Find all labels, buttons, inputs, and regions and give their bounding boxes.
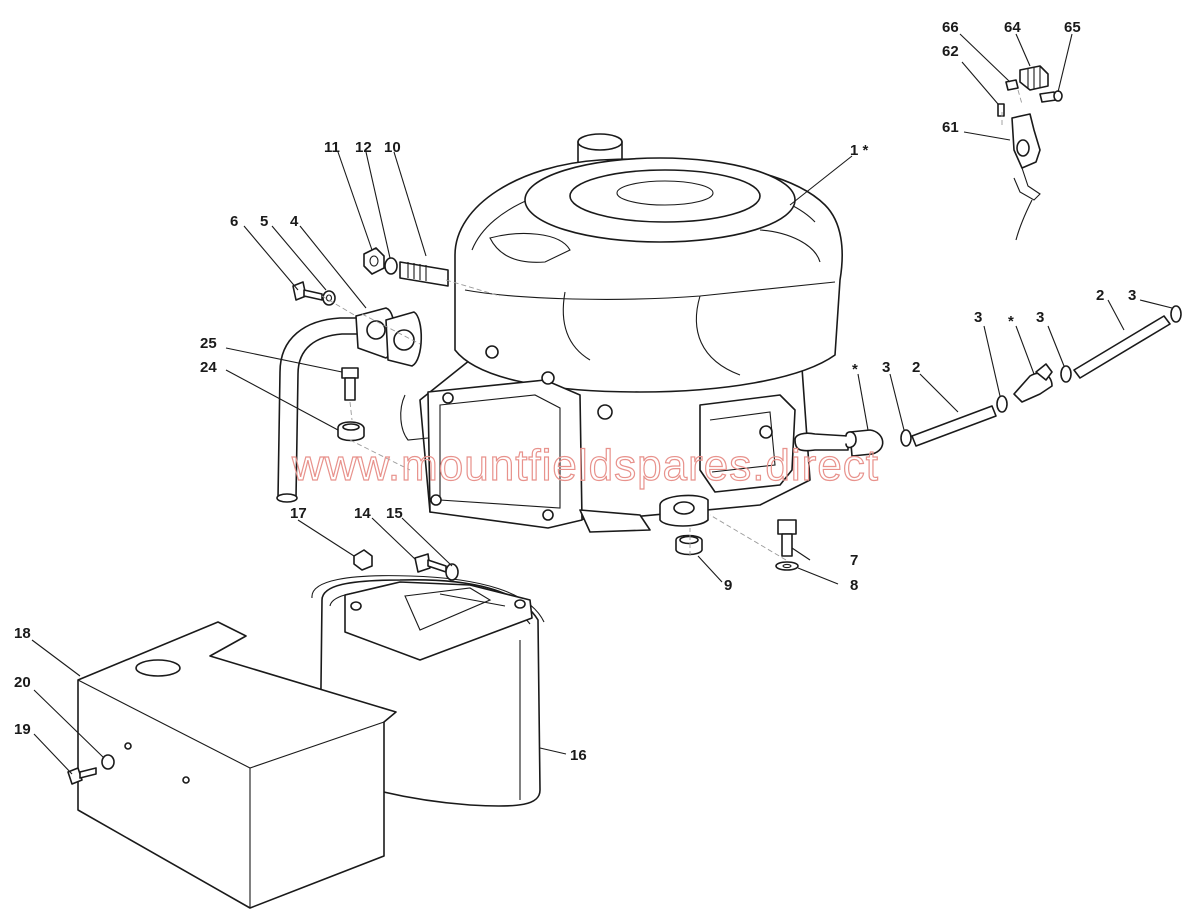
exhaust-gasket — [355, 307, 423, 367]
fuel-hose-b — [1073, 315, 1171, 379]
watermark-text: www.mountfieldspares.direct — [291, 441, 879, 490]
bolt-7 — [777, 519, 797, 557]
callout-18: 18 — [14, 625, 31, 642]
alignment-lines — [321, 89, 1023, 561]
callout-10: 10 — [384, 139, 401, 156]
callout-3b: 3 — [974, 309, 982, 326]
bolt-19 — [67, 767, 97, 785]
hose-clip-d — [1170, 305, 1182, 323]
throttle-inset — [997, 65, 1063, 241]
callout-4: 4 — [290, 213, 299, 230]
callout-6: 6 — [230, 213, 238, 230]
washer-12 — [384, 257, 398, 275]
stud-25 — [341, 367, 359, 401]
callout-15: 15 — [386, 505, 403, 522]
washer-20 — [101, 754, 115, 770]
hose-clip-c — [1060, 365, 1072, 383]
callout-24: 24 — [200, 359, 217, 376]
callout-20: 20 — [14, 674, 31, 691]
fuel-hose-a — [911, 405, 997, 447]
heat-shield — [77, 621, 397, 909]
callout-9: 9 — [724, 577, 732, 594]
callout-64: 64 — [1004, 19, 1021, 36]
callout-3c: 3 — [1036, 309, 1044, 326]
callout-3a: 3 — [882, 359, 890, 376]
callout-1: 1 * — [850, 142, 869, 159]
callout-3d: 3 — [1128, 287, 1136, 304]
callout-2a: 2 — [912, 359, 920, 376]
bolt-14 — [414, 553, 447, 573]
hose-clip-b — [996, 395, 1008, 413]
callout-61: 61 — [942, 119, 959, 136]
clip-17 — [353, 549, 373, 571]
nut-11 — [363, 247, 385, 275]
leader-lines — [31, 33, 1173, 775]
callout-66: 66 — [942, 19, 959, 36]
nut-24 — [337, 421, 365, 442]
callout-25: 25 — [200, 335, 217, 352]
callout-65: 65 — [1064, 19, 1081, 36]
washer-8 — [775, 561, 799, 571]
nut-9 — [675, 534, 703, 556]
callout-star-b: * — [1008, 313, 1014, 330]
bolt-6 — [292, 281, 323, 301]
fuel-filter — [794, 429, 884, 457]
callout-2b: 2 — [1096, 287, 1104, 304]
callout-14: 14 — [354, 505, 371, 522]
callout-8: 8 — [850, 577, 858, 594]
engine — [400, 133, 843, 533]
callout-5: 5 — [260, 213, 268, 230]
callout-17: 17 — [290, 505, 307, 522]
washer-15 — [445, 563, 459, 581]
callout-labels: 1 * 10 12 11 6 5 4 25 24 17 14 15 16 18 … — [14, 19, 1136, 764]
callout-12: 12 — [355, 139, 372, 156]
stud-10 — [399, 261, 449, 287]
callout-star-a: * — [852, 361, 858, 378]
callout-16: 16 — [570, 747, 587, 764]
callout-19: 19 — [14, 721, 31, 738]
hose-clip-a — [900, 429, 912, 447]
callout-11: 11 — [324, 139, 340, 156]
fuel-tap — [1013, 363, 1053, 403]
callout-62: 62 — [942, 43, 959, 60]
callout-7: 7 — [850, 552, 858, 569]
